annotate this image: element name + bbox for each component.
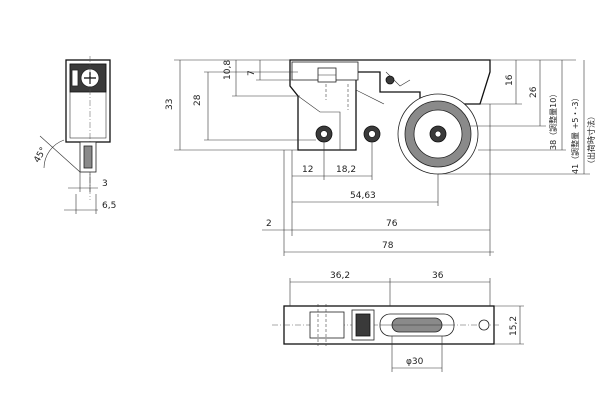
- bottom-view: 36,2 36 15,2 φ30: [272, 271, 524, 372]
- angle-line: [39, 135, 81, 173]
- angle-arc: [43, 139, 65, 169]
- dim-41-note: （出荷時寸法）: [586, 112, 596, 168]
- bracket-inner: [297, 95, 341, 150]
- dim-3-label: 3: [102, 179, 108, 189]
- side-wheel-core: [83, 145, 93, 169]
- front-view: 33 28 10,8 7 16 26 38（調整量10） 41（調整量 +5・-…: [165, 59, 596, 256]
- angle-label: 45°: [32, 146, 49, 165]
- dim-16-label: 16: [505, 74, 515, 86]
- dim-38-label: 38（調整量10）: [548, 90, 558, 150]
- dim-78-label: 78: [382, 241, 394, 251]
- side-tab: [71, 69, 79, 87]
- dim-12-label: 12: [302, 165, 313, 175]
- bottom-block-inner: [355, 313, 371, 337]
- dim-7-label: 7: [247, 70, 257, 76]
- dim-15-2-label: 15,2: [509, 316, 519, 336]
- dim-6-5-label: 6,5: [102, 201, 116, 211]
- side-view: 45° 3 6,5: [32, 56, 116, 214]
- dim-36-2-label: 36,2: [330, 271, 350, 281]
- dim-28-label: 28: [193, 94, 203, 106]
- dim-41-label: 41（調整量 +5・-3）: [570, 94, 580, 175]
- dim-33-label: 33: [165, 99, 175, 110]
- dim-76-label: 76: [386, 219, 398, 229]
- bracket-outline: [289, 59, 491, 151]
- hole-right-inner: [368, 130, 376, 138]
- dim-2-label: 2: [266, 219, 272, 229]
- dim-26-label: 26: [529, 86, 539, 98]
- dim-phi30-label: φ30: [406, 357, 424, 367]
- dim-18-2-label: 18,2: [336, 165, 356, 175]
- wheel-axle: [434, 130, 442, 138]
- dim-54-63-label: 54,63: [350, 191, 376, 201]
- bottom-slot: [309, 311, 345, 339]
- bottom-hole-icon: [478, 319, 490, 331]
- dim-10-8-label: 10,8: [223, 60, 233, 80]
- dim-36-label: 36: [432, 271, 444, 281]
- hole-left-inner: [320, 130, 328, 138]
- arm-pin-icon: [385, 75, 395, 85]
